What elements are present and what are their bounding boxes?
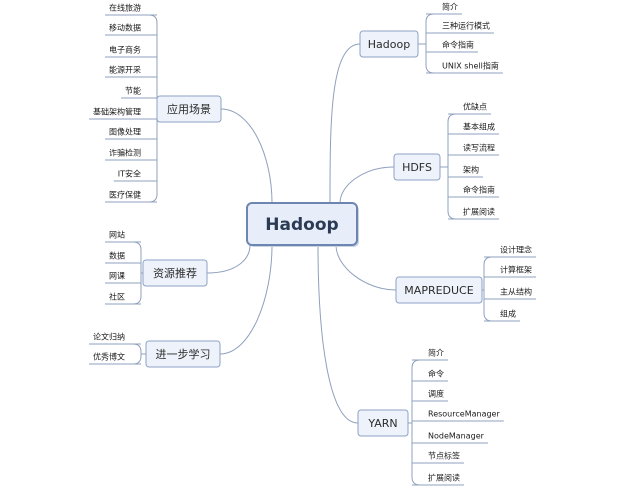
leaf-scenarios-8: IT安全 [118,169,141,179]
leaf-further-1: 优秀博文 [93,352,125,362]
bracket-hadoop [425,13,435,74]
topic-further-box[interactable] [145,340,221,368]
connector-hdfs [339,166,395,204]
leaf-hadoop-2: 命令指南 [442,40,474,50]
leaf-resources-1: 数据 [109,251,125,261]
leaf-scenarios-5: 基础架构管理 [93,107,141,117]
leaf-scenarios-1: 移动数据 [109,23,141,33]
leaf-resources-3: 社区 [109,292,125,302]
leaf-scenarios-2: 电子商务 [109,45,141,55]
topic-hdfs-label: HDFS [402,161,432,174]
topic-mapreduce-box[interactable] [395,276,483,304]
center-node[interactable] [246,202,358,246]
leaf-further-0: 论文归纳 [93,332,125,342]
topic-mapreduce-label: MAPREDUCE [404,284,473,297]
leaf-hdfs-0: 优缺点 [463,102,487,112]
leaf-hadoop-1: 三种运行模式 [442,21,490,31]
bracket-resources [132,241,142,305]
connector-yarn [317,244,359,424]
leaf-yarn-6: 扩展阅读 [428,473,460,483]
leaf-mapreduce-3: 组成 [500,309,516,319]
leaf-scenarios-4: 节能 [125,86,141,96]
leaf-scenarios-6: 图像处理 [109,127,141,137]
topic-scenarios-box[interactable] [156,95,222,123]
leaf-scenarios-3: 能源开采 [109,65,141,75]
leaf-yarn-3: ResourceManager [428,410,500,419]
leaf-scenarios-0: 在线旅游 [109,3,141,13]
leaf-resources-0: 网站 [109,230,125,240]
connector-mapreduce [335,244,397,291]
bracket-yarn [411,359,421,486]
topic-hdfs-box[interactable] [393,153,441,181]
leaf-yarn-4: NodeManager [428,432,485,441]
leaf-yarn-0: 简介 [428,348,444,358]
leaf-hdfs-3: 架构 [463,165,479,175]
topic-resources-box[interactable] [142,259,208,287]
topic-yarn-label: YARN [367,417,397,430]
leaf-resources-2: 网课 [109,272,125,281]
leaf-hadoop-0: 简介 [442,2,458,12]
leaf-scenarios-7: 诈骗检测 [109,148,141,158]
leaf-mapreduce-1: 计算框架 [500,265,532,275]
connector-scenarios [220,108,273,204]
center-node-label: Hadoop [265,215,338,235]
leaf-hdfs-1: 基本组成 [463,122,495,132]
topic-resources-label: 资源推荐 [153,266,197,280]
bracket-scenarios [148,14,158,203]
leaf-hdfs-5: 扩展阅读 [463,207,495,217]
leaf-yarn-2: 调度 [428,389,444,399]
topic-hadoop-box[interactable] [359,30,419,58]
topic-further-label: 进一步学习 [156,347,211,361]
connector-hadoop [329,43,361,204]
leaf-hdfs-2: 读写流程 [463,143,495,153]
leaf-hdfs-4: 命令指南 [463,185,495,195]
leaf-yarn-1: 命令 [428,369,444,379]
topic-scenarios-label: 应用场景 [167,102,211,116]
bracket-hdfs [447,113,457,220]
bracket-further [132,343,142,365]
leaf-scenarios-9: 医疗保健 [109,190,141,200]
leaf-hadoop-3: UNIX shell指南 [442,61,499,71]
leaf-mapreduce-0: 设计理念 [500,245,532,255]
bracket-mapreduce [483,256,493,322]
connector-resources [206,244,251,274]
connector-further [219,244,273,355]
topic-yarn-box[interactable] [357,409,409,437]
topic-hadoop-label: Hadoop [368,38,410,51]
leaf-yarn-5: 节点标签 [428,451,460,461]
connector-lines [89,13,536,486]
leaf-mapreduce-2: 主从结构 [500,287,532,297]
